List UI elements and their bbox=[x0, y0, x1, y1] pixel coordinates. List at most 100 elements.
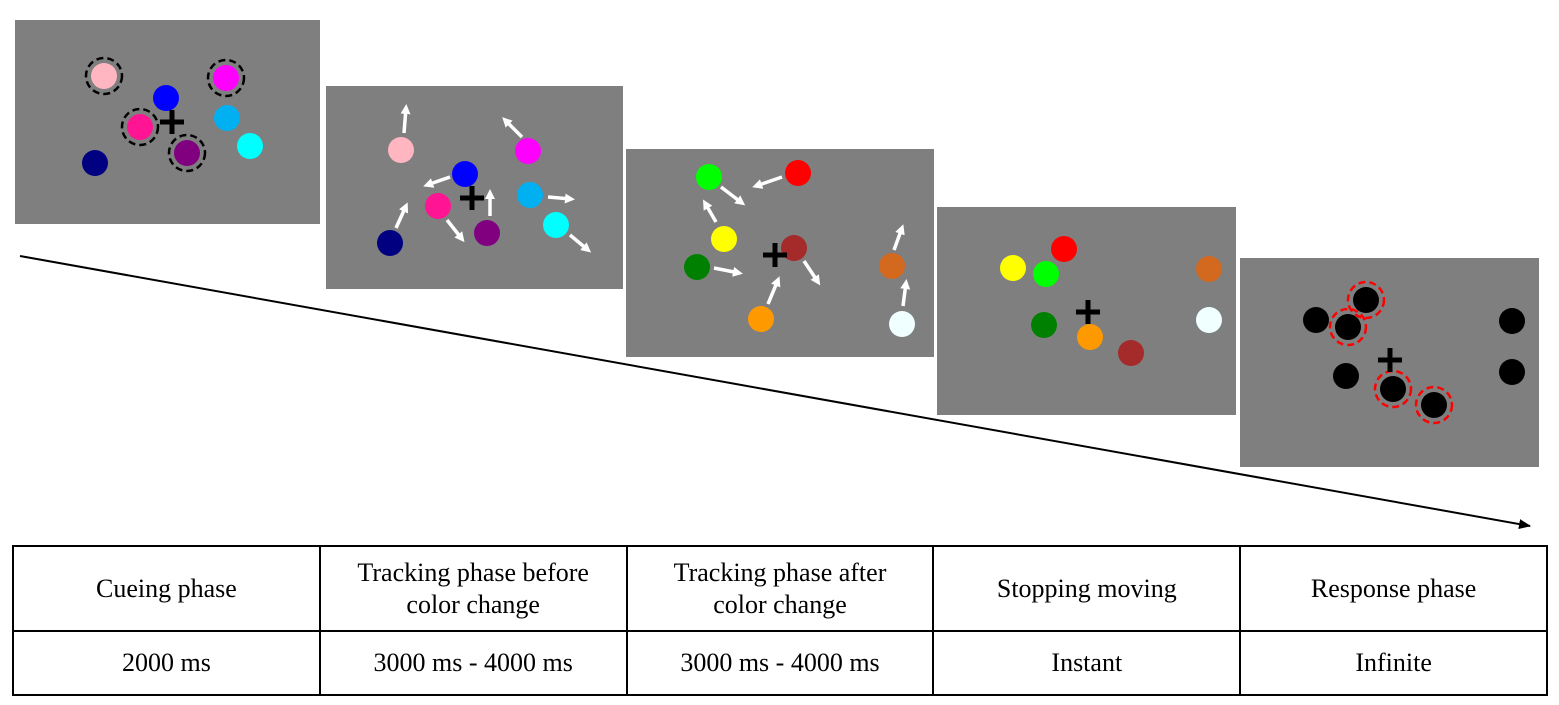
target-cue-ring bbox=[84, 56, 124, 96]
stimulus-dot bbox=[781, 235, 807, 261]
phase-name: Tracking phase before color change bbox=[357, 558, 589, 619]
fixation-cross-bar bbox=[169, 110, 175, 134]
motion-arrow-icon bbox=[752, 175, 783, 189]
phase-name: Cueing phase bbox=[95, 573, 237, 603]
stimulus-dot bbox=[1353, 287, 1379, 313]
target-cue-ring bbox=[206, 58, 246, 98]
motion-arrow-icon bbox=[502, 117, 524, 139]
fixation-cross-bar bbox=[772, 243, 778, 267]
fixation-cross-bar bbox=[1085, 300, 1091, 324]
phase-duration-cell: Infinite bbox=[1239, 630, 1548, 696]
stimulus-dot bbox=[388, 137, 414, 163]
stimulus-dot bbox=[1051, 236, 1077, 262]
fixation-cross-bar bbox=[1387, 348, 1393, 372]
phase-duration: 3000 ms - 4000 ms bbox=[373, 648, 573, 678]
motion-arrow-icon bbox=[423, 175, 451, 188]
stimulus-panel bbox=[326, 86, 623, 289]
fixation-cross-icon bbox=[1378, 348, 1402, 372]
phase-name-cell: Cueing phase bbox=[12, 545, 321, 632]
phase-name-cell: Response phase bbox=[1239, 545, 1548, 632]
stimulus-dot bbox=[1031, 312, 1057, 338]
motion-arrow-icon bbox=[547, 193, 575, 204]
stimulus-panel bbox=[626, 149, 934, 357]
selected-target-ring bbox=[1373, 369, 1413, 409]
stimulus-dot bbox=[1421, 392, 1447, 418]
stimulus-dot bbox=[474, 220, 500, 246]
stimulus-dot bbox=[153, 85, 179, 111]
stimulus-dot bbox=[213, 65, 239, 91]
phase-name-row: Cueing phase Tracking phase before color… bbox=[12, 545, 1548, 632]
stimulus-dot bbox=[785, 160, 811, 186]
stimulus-dot bbox=[711, 226, 737, 252]
stimulus-dot bbox=[425, 193, 451, 219]
target-cue-ring bbox=[167, 133, 207, 173]
motion-arrow-icon bbox=[719, 185, 746, 206]
stimulus-dot bbox=[684, 254, 710, 280]
stimulus-dot bbox=[82, 150, 108, 176]
stimulus-dot bbox=[1118, 340, 1144, 366]
phase-duration-row: 2000 ms 3000 ms - 4000 ms 3000 ms - 4000… bbox=[12, 630, 1548, 696]
motion-arrow-icon bbox=[802, 260, 821, 286]
stimulus-dot bbox=[214, 105, 240, 131]
motion-arrow-icon bbox=[713, 266, 743, 277]
stimulus-panel bbox=[937, 207, 1236, 415]
motion-arrow-icon bbox=[702, 199, 718, 223]
target-cue-ring bbox=[120, 107, 160, 147]
selected-target-ring bbox=[1328, 307, 1368, 347]
stimulus-dot bbox=[879, 253, 905, 279]
stimulus-dot bbox=[377, 230, 403, 256]
phase-table: Cueing phase Tracking phase before color… bbox=[12, 545, 1548, 696]
stimulus-dot bbox=[889, 311, 915, 337]
fixation-cross-icon bbox=[763, 243, 787, 267]
selected-target-ring bbox=[1346, 280, 1386, 320]
stimulus-dot bbox=[452, 161, 478, 187]
fixation-cross-icon bbox=[160, 110, 184, 134]
phase-duration-cell: Instant bbox=[932, 630, 1242, 696]
motion-arrow-icon bbox=[394, 202, 409, 229]
phase-duration-cell: 3000 ms - 4000 ms bbox=[318, 630, 628, 696]
fixation-cross-bar bbox=[469, 186, 475, 210]
phase-name-cell: Tracking phase before color change bbox=[318, 545, 628, 632]
stimulus-dot bbox=[91, 63, 117, 89]
stimulus-dot bbox=[174, 140, 200, 166]
motion-arrow-icon bbox=[400, 104, 411, 134]
phase-name: Response phase bbox=[1310, 573, 1477, 603]
stimulus-dot bbox=[1499, 359, 1525, 385]
phase-duration: 2000 ms bbox=[121, 648, 211, 678]
selected-target-ring bbox=[1414, 385, 1454, 425]
phase-duration-cell: 3000 ms - 4000 ms bbox=[625, 630, 935, 696]
stimulus-dot bbox=[1499, 308, 1525, 334]
motion-arrow-icon bbox=[766, 276, 781, 305]
stimulus-dot bbox=[127, 114, 153, 140]
stimulus-dot bbox=[1033, 261, 1059, 287]
stimulus-dot bbox=[1196, 256, 1222, 282]
time-arrow-icon bbox=[19, 255, 1531, 529]
stimulus-dot bbox=[237, 133, 263, 159]
phase-duration-cell: 2000 ms bbox=[12, 630, 321, 696]
stimulus-dot bbox=[1380, 376, 1406, 402]
stimulus-dot bbox=[1333, 363, 1359, 389]
motion-arrow-icon bbox=[892, 224, 905, 251]
stimulus-dot bbox=[517, 182, 543, 208]
fixation-cross-icon bbox=[460, 186, 484, 210]
phase-name: Tracking phase after color change bbox=[673, 558, 887, 619]
phase-duration: Infinite bbox=[1355, 648, 1432, 678]
motion-arrow-icon bbox=[445, 218, 465, 243]
fixation-cross-icon bbox=[1076, 300, 1100, 324]
phase-name: Stopping moving bbox=[996, 573, 1177, 603]
stimulus-dot bbox=[1077, 324, 1103, 350]
stimulus-dot bbox=[1303, 307, 1329, 333]
stimulus-dot bbox=[1196, 307, 1222, 333]
stimulus-dot bbox=[543, 212, 569, 238]
stimulus-dot bbox=[748, 306, 774, 332]
trial-sequence-diagram bbox=[15, 20, 1539, 529]
stimulus-dot bbox=[515, 138, 541, 164]
stimulus-panel bbox=[1240, 258, 1539, 467]
phase-duration: Instant bbox=[1051, 648, 1123, 678]
phase-duration: 3000 ms - 4000 ms bbox=[680, 648, 880, 678]
phase-name-cell: Tracking phase after color change bbox=[625, 545, 935, 632]
stimulus-panel bbox=[15, 20, 320, 224]
motion-arrow-icon bbox=[568, 233, 592, 253]
motion-arrow-icon bbox=[900, 279, 911, 307]
stimulus-dot bbox=[1335, 314, 1361, 340]
